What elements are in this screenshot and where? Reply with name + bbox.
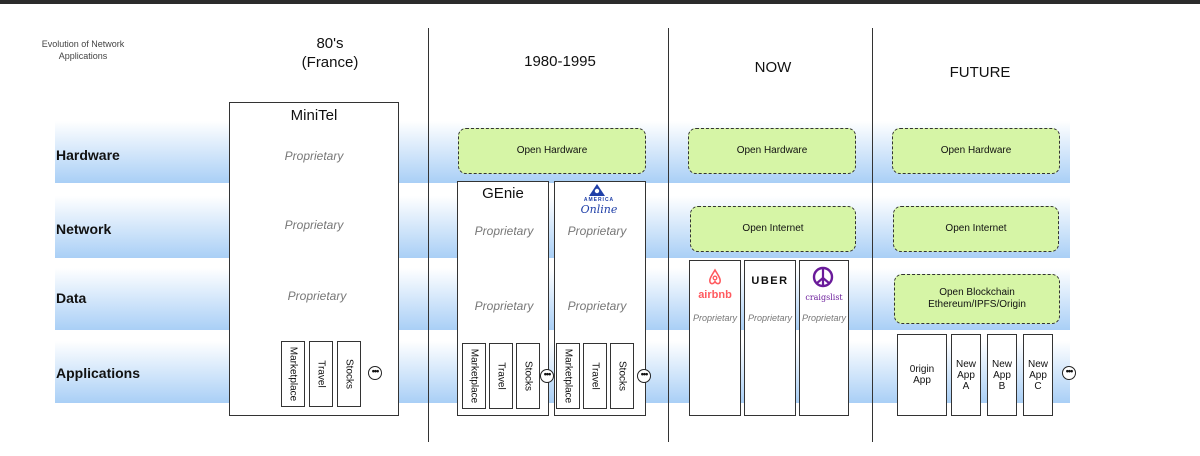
divider-1 — [428, 28, 429, 442]
era1980-open-hardware: Open Hardware — [458, 128, 646, 174]
minitel-title: MiniTel — [290, 107, 338, 124]
aol-logo-script: Online — [580, 203, 618, 216]
airbnb-logo-icon — [709, 268, 721, 285]
aol-more-icon: ••• — [637, 369, 651, 383]
genie-more-icon: ••• — [540, 369, 554, 383]
row-label-data: Data — [56, 290, 87, 306]
peace-sign-icon — [812, 266, 834, 288]
minitel-more-icon: ••• — [368, 366, 382, 380]
row-label-hardware: Hardware — [56, 147, 120, 163]
genie-network-proprietary: Proprietary — [474, 224, 534, 238]
genie-data-proprietary: Proprietary — [474, 299, 534, 313]
aol-data-proprietary: Proprietary — [567, 299, 627, 313]
aol-app-travel: Travel — [583, 343, 607, 409]
future-open-internet: Open Internet — [893, 206, 1059, 252]
genie-app-marketplace: Marketplace — [462, 343, 486, 409]
aol-logo-top: AMERICA — [583, 197, 615, 203]
now-open-hardware: Open Hardware — [688, 128, 856, 174]
era-1980-1995: 1980-1995 — [524, 53, 596, 70]
uber-proprietary: Proprietary — [747, 313, 792, 323]
future-app-new-c: New App C — [1023, 334, 1053, 416]
minitel-app-stocks: Stocks — [337, 341, 361, 407]
genie-app-travel: Travel — [489, 343, 513, 409]
row-label-applications: Applications — [56, 365, 141, 381]
genie-title: GEnie — [482, 185, 524, 202]
aol-app-stocks: Stocks — [610, 343, 634, 409]
minitel-data-proprietary: Proprietary — [287, 289, 347, 303]
divider-2 — [668, 28, 669, 442]
minitel-hardware-proprietary: Proprietary — [284, 149, 344, 163]
minitel-app-marketplace: Marketplace — [281, 341, 305, 407]
aol-app-marketplace: Marketplace — [556, 343, 580, 409]
future-app-origin: 0rigin App — [897, 334, 947, 416]
now-open-internet: Open Internet — [690, 206, 856, 252]
craigslist-proprietary: Proprietary — [801, 313, 846, 323]
now-app-airbnb — [689, 260, 741, 416]
future-more-icon: ••• — [1062, 366, 1076, 380]
aol-network-proprietary: Proprietary — [567, 224, 627, 238]
era-80s: 80's (France) — [301, 35, 359, 71]
genie-app-stocks: Stocks — [516, 343, 540, 409]
airbnb-wordmark: airbnb — [698, 289, 732, 301]
airbnb-proprietary: Proprietary — [692, 313, 737, 323]
divider-3 — [872, 28, 873, 442]
top-bar — [0, 0, 1200, 4]
now-app-uber — [744, 260, 796, 416]
future-open-hardware: Open Hardware — [892, 128, 1060, 174]
future-open-blockchain: Open Blockchain Ethereum/IPFS/Origin — [894, 274, 1060, 324]
era-now: NOW — [754, 59, 792, 76]
era-future: FUTURE — [949, 64, 1011, 81]
row-label-network: Network — [56, 221, 112, 237]
future-app-new-a: New App A — [951, 334, 981, 416]
diagram-title: Evolution of Network Applications — [41, 39, 125, 61]
aol-triangle-icon — [589, 184, 605, 196]
future-app-new-b: New App B — [987, 334, 1017, 416]
minitel-network-proprietary: Proprietary — [284, 218, 344, 232]
uber-logo: UBER — [751, 275, 789, 287]
craigslist-wordmark: craigslist — [805, 293, 843, 302]
minitel-app-travel: Travel — [309, 341, 333, 407]
